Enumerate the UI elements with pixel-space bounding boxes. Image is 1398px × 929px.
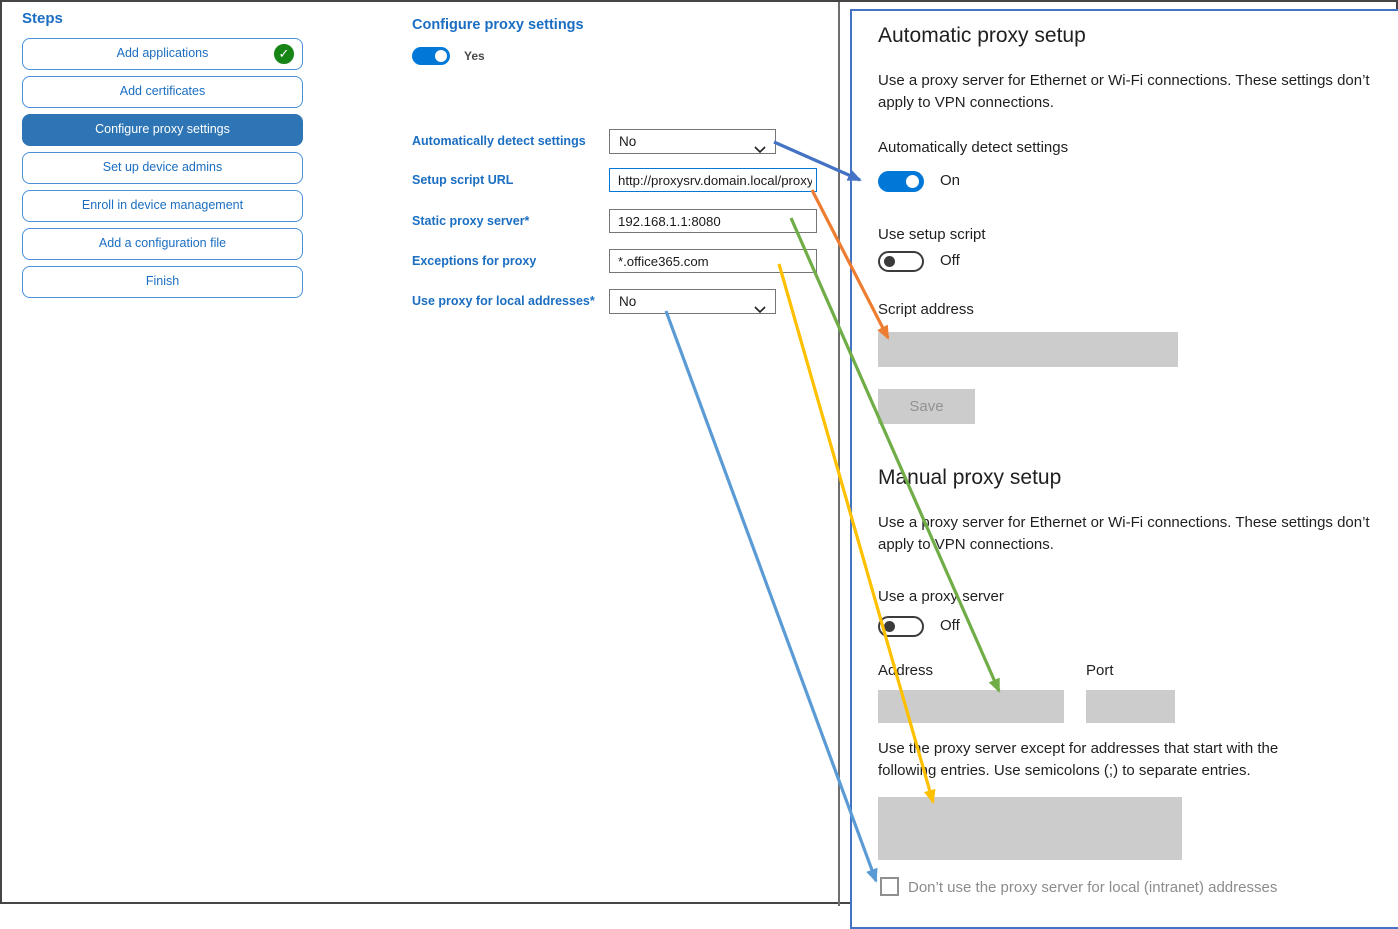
port-label: Port [1086, 662, 1114, 679]
windows-proxy-settings-panel: Automatic proxy setup Use a proxy server… [850, 9, 1398, 929]
use-setup-script-label: Use setup script [878, 226, 986, 243]
sidebar-item-finish[interactable]: Finish [22, 266, 303, 298]
detect-settings-toggle-row: On [878, 171, 960, 192]
toggle-knob [435, 50, 447, 62]
chevron-down-icon [754, 138, 766, 161]
manual-proxy-setup-heading: Manual proxy setup [878, 466, 1062, 489]
toggle-state-label: On [940, 172, 961, 189]
toggle-knob [884, 256, 895, 267]
check-icon: ✓ [273, 43, 295, 65]
automatic-proxy-setup-heading: Automatic proxy setup [878, 24, 1086, 47]
enable-proxy-toggle-label: Yes [464, 49, 485, 63]
sidebar-item-label: Add a configuration file [98, 236, 227, 250]
port-input[interactable] [1086, 690, 1175, 723]
use-setup-script-toggle[interactable] [878, 251, 924, 272]
field-label: Use proxy for local addresses* [412, 294, 595, 308]
toggle-state-label: Off [940, 617, 960, 634]
toggle-knob [884, 621, 895, 632]
local-addresses-checkbox-label: Don’t use the proxy server for local (in… [908, 879, 1278, 896]
detect-settings-label: Automatically detect settings [878, 139, 1069, 156]
page-title: Configure proxy settings [412, 17, 584, 33]
toggle-knob [906, 175, 919, 188]
automatic-proxy-description: Use a proxy server for Ethernet or Wi-Fi… [878, 72, 1370, 111]
chevron-down-icon [754, 298, 766, 321]
automatically-detect-settings-select[interactable]: No [609, 129, 776, 154]
steps-title: Steps [22, 10, 63, 27]
use-a-proxy-server-toggle-row: Off [878, 616, 960, 637]
field-label: Setup script URL [412, 173, 514, 187]
sidebar-item-label: Add applications [116, 46, 209, 60]
use-a-proxy-server-toggle[interactable] [878, 616, 924, 637]
field-label: Static proxy server* [412, 214, 530, 228]
address-input[interactable] [878, 690, 1064, 723]
proxy-exceptions-description: Use the proxy server except for addresse… [878, 740, 1279, 779]
local-addresses-checkbox[interactable] [880, 877, 899, 896]
steps-sidebar: Steps Add applications ✓ Add certificate… [22, 10, 303, 304]
enable-proxy-toggle[interactable] [412, 47, 450, 65]
address-label: Address [878, 662, 934, 679]
script-address-input[interactable] [878, 332, 1178, 367]
proxy-settings-form: Configure proxy settings Yes Automatical… [412, 2, 832, 906]
sidebar-item-label: Configure proxy settings [95, 122, 230, 136]
save-button[interactable]: Save [878, 389, 975, 424]
sidebar-item-configure-proxy-settings[interactable]: Configure proxy settings [22, 114, 303, 146]
sidebar-item-add-a-configuration-file[interactable]: Add a configuration file [22, 228, 303, 260]
sidebar-item-label: Add certificates [119, 84, 206, 98]
toggle-state-label: Off [940, 252, 960, 269]
sidebar-item-add-applications[interactable]: Add applications ✓ [22, 38, 303, 70]
detect-settings-toggle[interactable] [878, 171, 924, 192]
setup-script-url-input[interactable] [609, 168, 817, 192]
vertical-divider [838, 2, 840, 906]
exceptions-for-proxy-input[interactable] [609, 249, 817, 273]
select-value: No [619, 134, 637, 149]
sidebar-item-set-up-device-admins[interactable]: Set up device admins [22, 152, 303, 184]
sidebar-item-label: Set up device admins [102, 160, 223, 174]
field-label: Exceptions for proxy [412, 254, 537, 268]
use-setup-script-toggle-row: Off [878, 251, 960, 272]
select-value: No [619, 294, 637, 309]
field-label: Automatically detect settings [412, 134, 586, 148]
static-proxy-server-input[interactable] [609, 209, 817, 233]
script-address-label: Script address [878, 301, 974, 318]
sidebar-item-enroll-in-device-management[interactable]: Enroll in device management [22, 190, 303, 222]
sidebar-item-add-certificates[interactable]: Add certificates [22, 76, 303, 108]
proxy-exceptions-input[interactable] [878, 797, 1182, 860]
sidebar-item-label: Finish [145, 274, 180, 288]
use-proxy-for-local-addresses-select[interactable]: No [609, 289, 776, 314]
sidebar-item-label: Enroll in device management [81, 198, 244, 212]
use-a-proxy-server-label: Use a proxy server [878, 588, 1004, 605]
manual-proxy-description: Use a proxy server for Ethernet or Wi-Fi… [878, 514, 1370, 553]
